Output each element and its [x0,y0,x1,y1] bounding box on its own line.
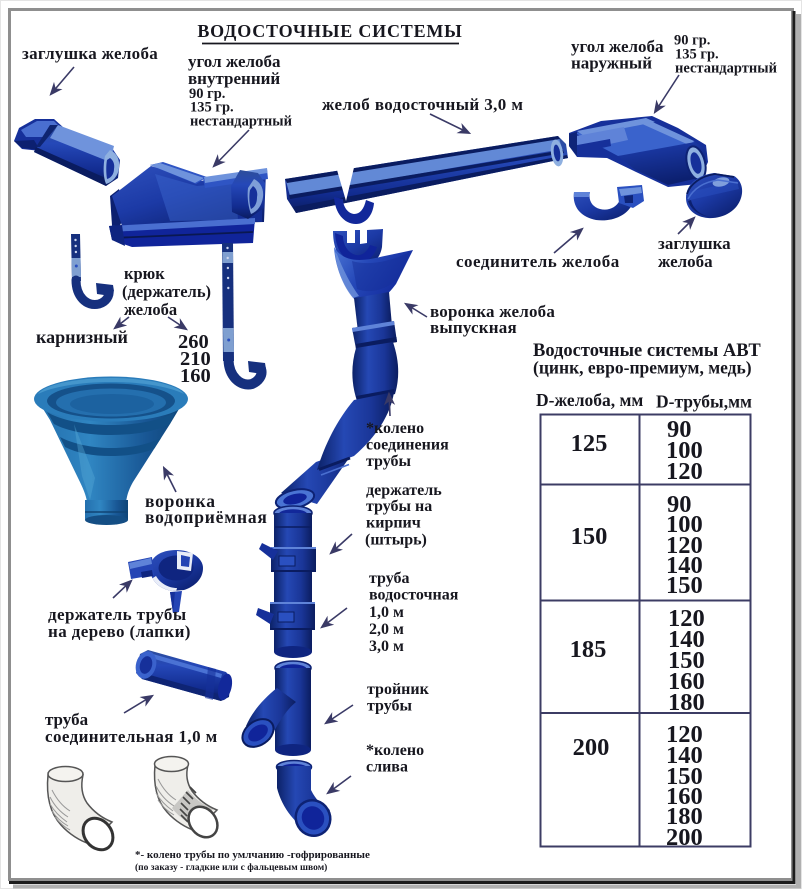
svg-text:(штырь): (штырь) [365,532,427,549]
svg-text:100: 100 [666,437,703,464]
svg-text:150: 150 [666,763,703,790]
svg-text:90 гр.: 90 гр. [189,86,225,102]
svg-text:1,0 м: 1,0 м [369,604,404,621]
svg-text:100: 100 [666,511,703,538]
svg-text:120: 120 [666,532,703,559]
svg-text:угол желоба: угол желоба [571,37,664,56]
svg-text:нестандартный: нестандартный [190,114,292,130]
svg-text:слива: слива [366,759,408,776]
svg-text:135 гр.: 135 гр. [190,100,234,116]
svg-text:160: 160 [180,365,211,387]
svg-text:140: 140 [666,552,703,579]
svg-text:160: 160 [666,783,703,810]
svg-text:желоб водосточный 3,0 м: желоб водосточный 3,0 м [322,95,523,114]
svg-text:водосточная: водосточная [369,587,459,604]
svg-text:трубы: трубы [367,698,413,715]
svg-text:2,0 м: 2,0 м [369,621,404,638]
svg-text:трубы на: трубы на [366,498,432,515]
svg-text:125: 125 [571,430,608,457]
svg-text:Водосточные системы АВТ: Водосточные системы АВТ [533,341,761,361]
svg-text:90 гр.: 90 гр. [674,33,710,49]
svg-text:120: 120 [666,721,703,748]
svg-text:соединительная 1,0 м: соединительная 1,0 м [45,727,218,746]
svg-text:90: 90 [667,491,692,518]
svg-text:воронка желоба: воронка желоба [430,302,555,321]
svg-text:трубы: трубы [366,453,412,470]
svg-text:3,0 м: 3,0 м [369,638,404,655]
svg-text:держатель трубы: держатель трубы [48,605,187,624]
svg-text:150: 150 [668,647,705,674]
svg-text:желоба: желоба [658,252,713,271]
svg-text:200: 200 [666,824,703,851]
svg-text:ВОДОСТОЧНЫЕ СИСТЕМЫ: ВОДОСТОЧНЫЕ СИСТЕМЫ [197,21,462,41]
svg-text:заглушка: заглушка [658,234,731,253]
svg-text:труба: труба [369,570,410,587]
svg-text:200: 200 [573,734,610,761]
svg-text:180: 180 [668,689,705,716]
svg-text:наружный: наружный [571,54,652,73]
svg-text:держатель: держатель [366,482,442,499]
svg-text:карнизный: карнизный [36,327,128,347]
svg-text:135 гр.: 135 гр. [675,47,719,63]
svg-text:выпускная: выпускная [430,318,517,337]
svg-text:водоприёмная: водоприёмная [145,507,268,527]
svg-text:90: 90 [667,416,692,443]
svg-text:D-трубы,мм: D-трубы,мм [656,392,752,412]
svg-text:120: 120 [668,605,705,632]
svg-text:150: 150 [666,572,703,599]
svg-text:*колено: *колено [366,742,424,759]
svg-text:желоба: желоба [124,300,177,319]
svg-text:тройник: тройник [367,681,430,698]
svg-text:D-желоба, мм: D-желоба, мм [536,390,643,410]
svg-text:соединитель желоба: соединитель желоба [456,252,620,271]
svg-text:*колено: *колено [366,420,424,437]
svg-text:180: 180 [666,803,703,830]
svg-text:(цинк, евро-премиум, медь): (цинк, евро-премиум, медь) [533,358,752,378]
svg-text:заглушка желоба: заглушка желоба [22,44,158,63]
svg-text:соединения: соединения [366,437,449,454]
svg-text:труба: труба [45,710,89,729]
svg-text:воронка: воронка [145,491,216,511]
svg-text:260: 260 [178,331,209,353]
svg-text:185: 185 [570,636,607,663]
svg-text:160: 160 [668,668,705,695]
svg-text:крюк: крюк [124,264,165,283]
svg-text:120: 120 [666,458,703,485]
svg-text:угол желоба: угол желоба [188,52,281,71]
svg-text:*- колено трубы по умлчанию -г: *- колено трубы по умлчанию -гофрированн… [135,849,370,861]
svg-text:140: 140 [668,626,705,653]
svg-text:140: 140 [666,742,703,769]
svg-text:(держатель): (держатель) [122,282,211,301]
svg-text:кирпич: кирпич [366,515,421,532]
svg-text:нестандартный: нестандартный [675,61,777,77]
svg-text:(по заказу - гладкие или с фал: (по заказу - гладкие или с фальцевым шво… [135,862,327,873]
svg-text:210: 210 [180,348,211,370]
svg-text:на дерево (лапки): на дерево (лапки) [48,622,191,641]
svg-text:внутренний: внутренний [188,69,280,88]
svg-text:150: 150 [571,523,608,550]
